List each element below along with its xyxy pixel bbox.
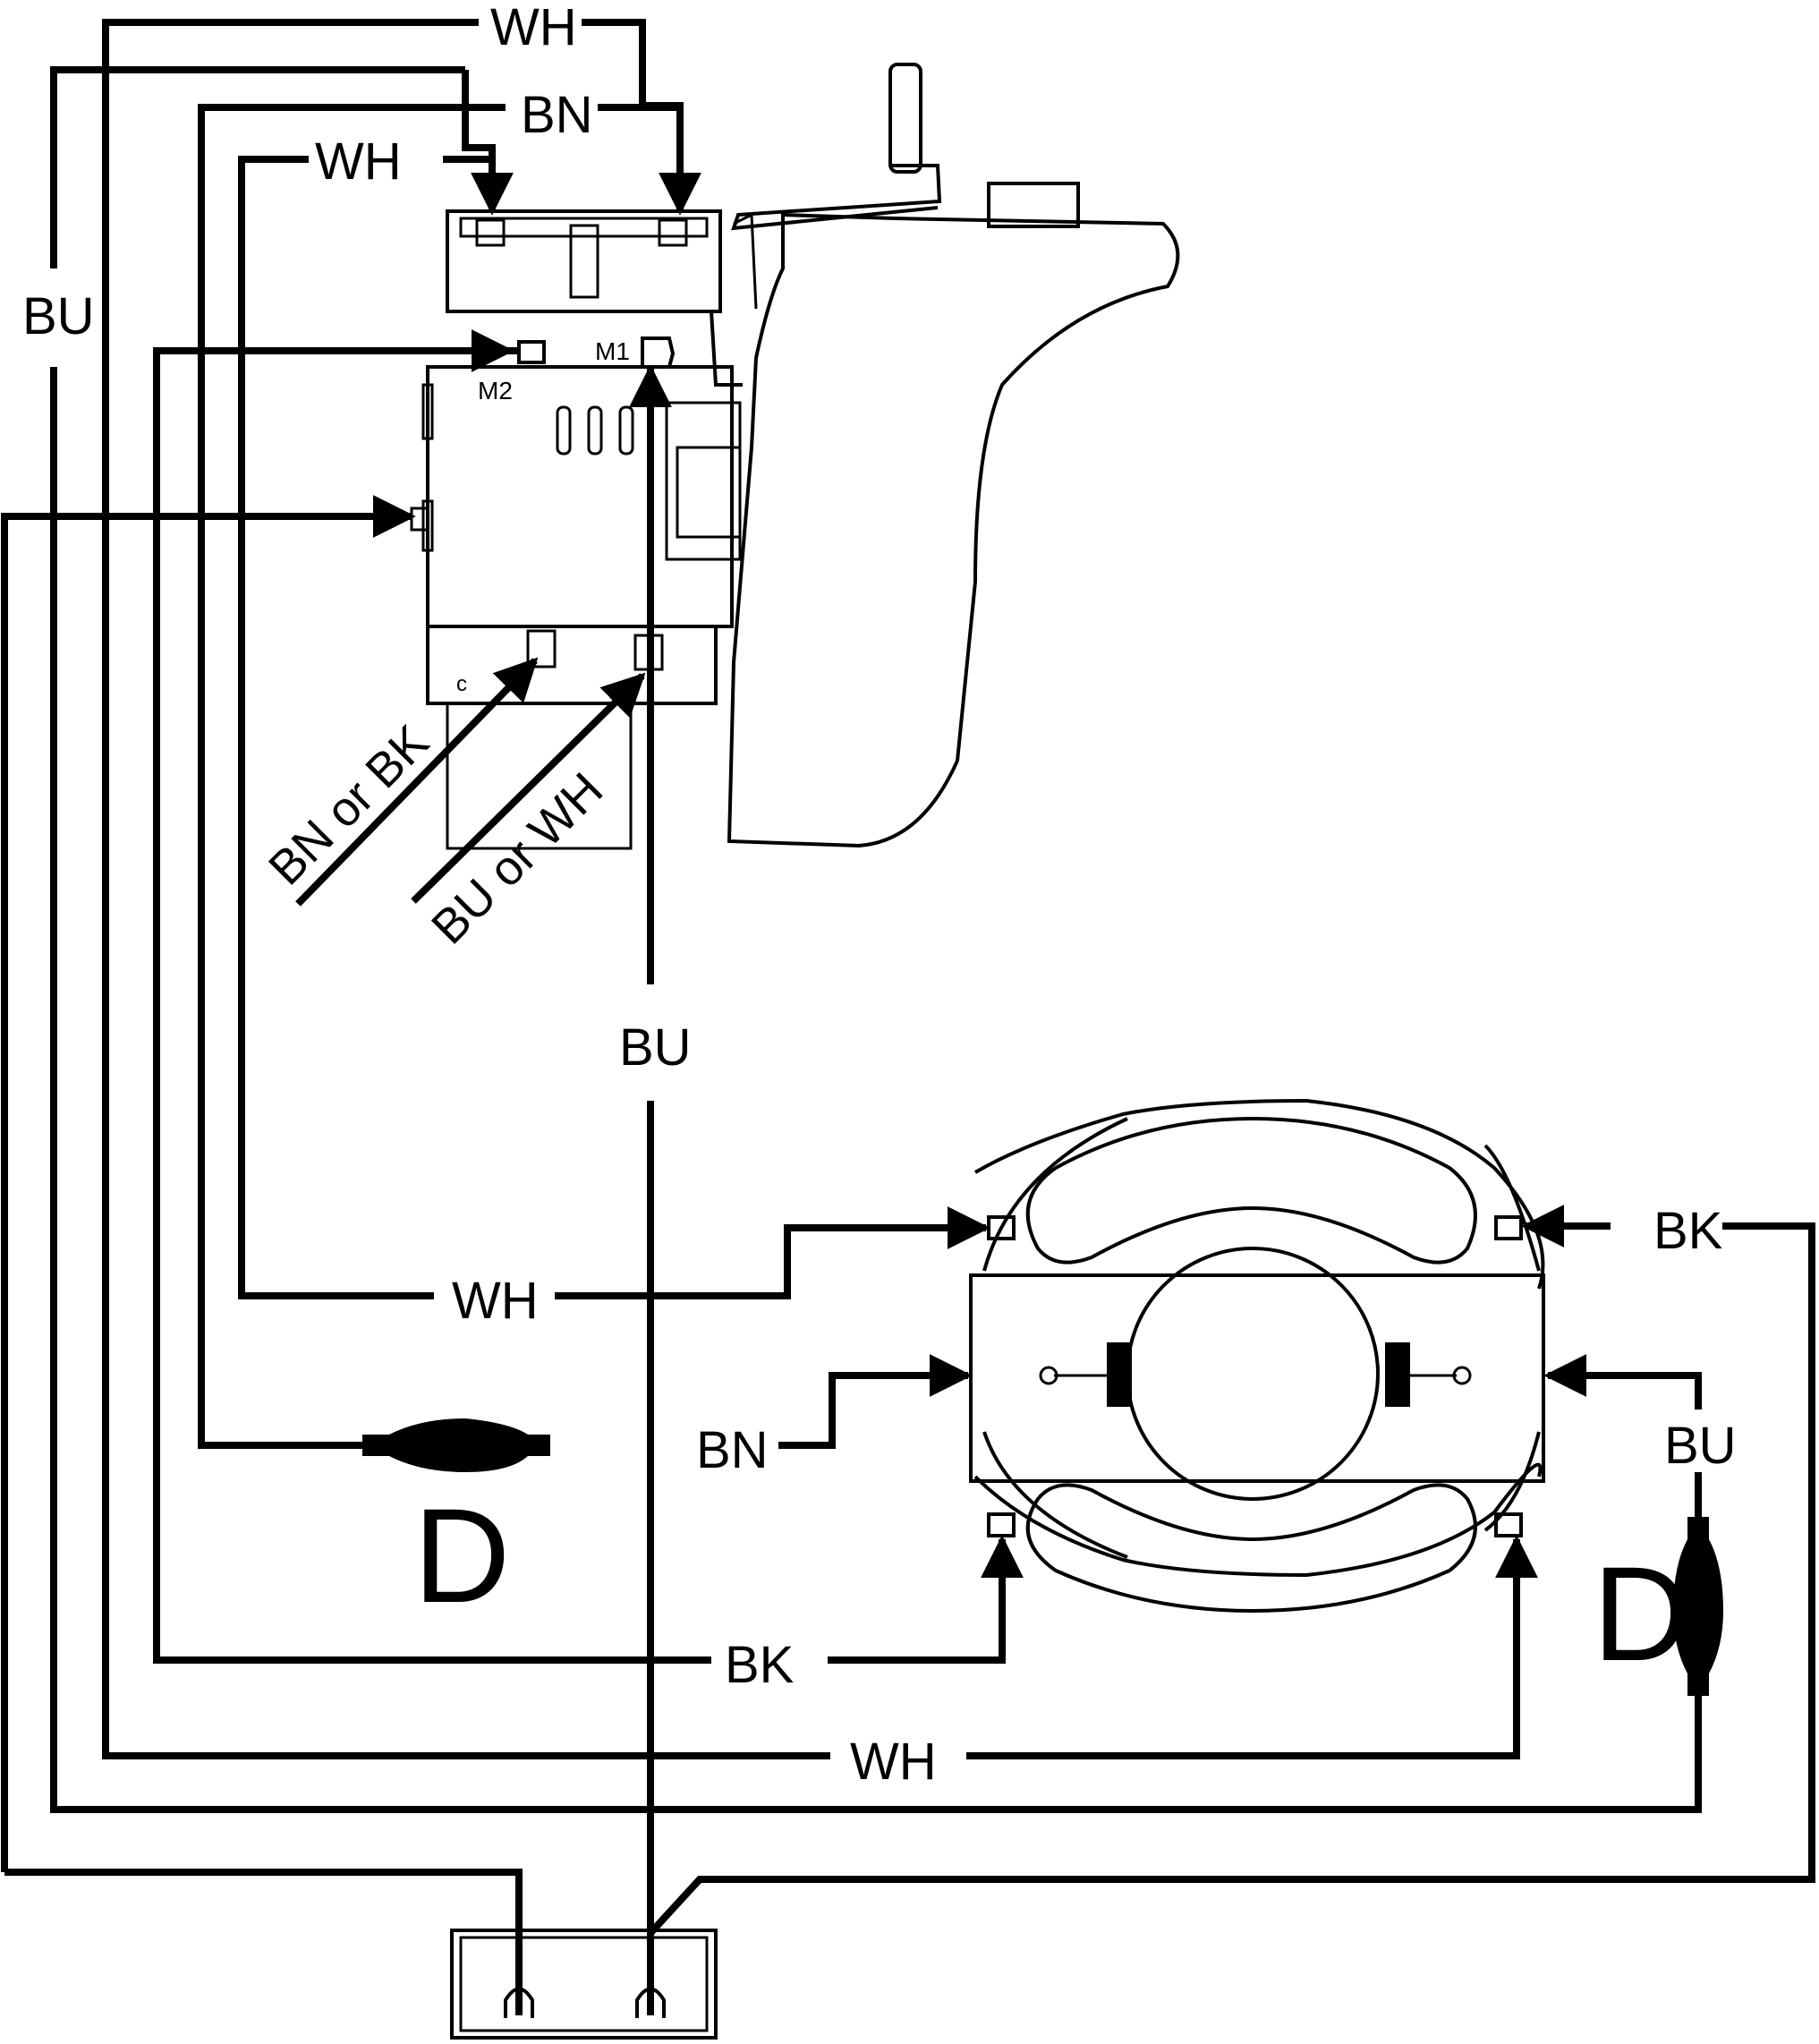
label-bu-or-wh: BU or WH [421, 762, 613, 954]
label-motor-bu-right: BU [1664, 1417, 1737, 1475]
wires [1, 19, 1815, 2015]
suppressor-left-label: D [413, 1480, 510, 1631]
label-motor-wh-left: WH [452, 1272, 539, 1330]
motor [969, 1098, 1545, 1614]
label-motor-bk-bottom: BK [725, 1636, 795, 1694]
terminal-m2-label: M2 [478, 377, 513, 405]
label-top-wh-outer: WH [490, 0, 577, 56]
label-top-bn: BN [521, 86, 593, 144]
suppressor-left: D [362, 1418, 550, 1631]
suppressor-right-label: D [1593, 1538, 1689, 1689]
label-motor-bk-right: BK [1653, 1202, 1723, 1260]
label-motor-wh-bottom: WH [850, 1733, 937, 1791]
trigger-switch: c M2 M1 [410, 209, 743, 850]
trigger-handle [727, 63, 1180, 848]
terminal-c-label: c [456, 672, 467, 696]
label-bn-or-bk: BN or BK [259, 715, 439, 896]
label-left-bu: BU [22, 287, 95, 345]
suppressor-right: D [1593, 1517, 1723, 1696]
power-plug [450, 1929, 718, 2040]
label-motor-bn: BN [696, 1421, 769, 1479]
label-center-bu: BU [619, 1018, 692, 1077]
label-top-wh-inner: WH [315, 132, 402, 191]
terminal-m1-label: M1 [595, 337, 630, 365]
